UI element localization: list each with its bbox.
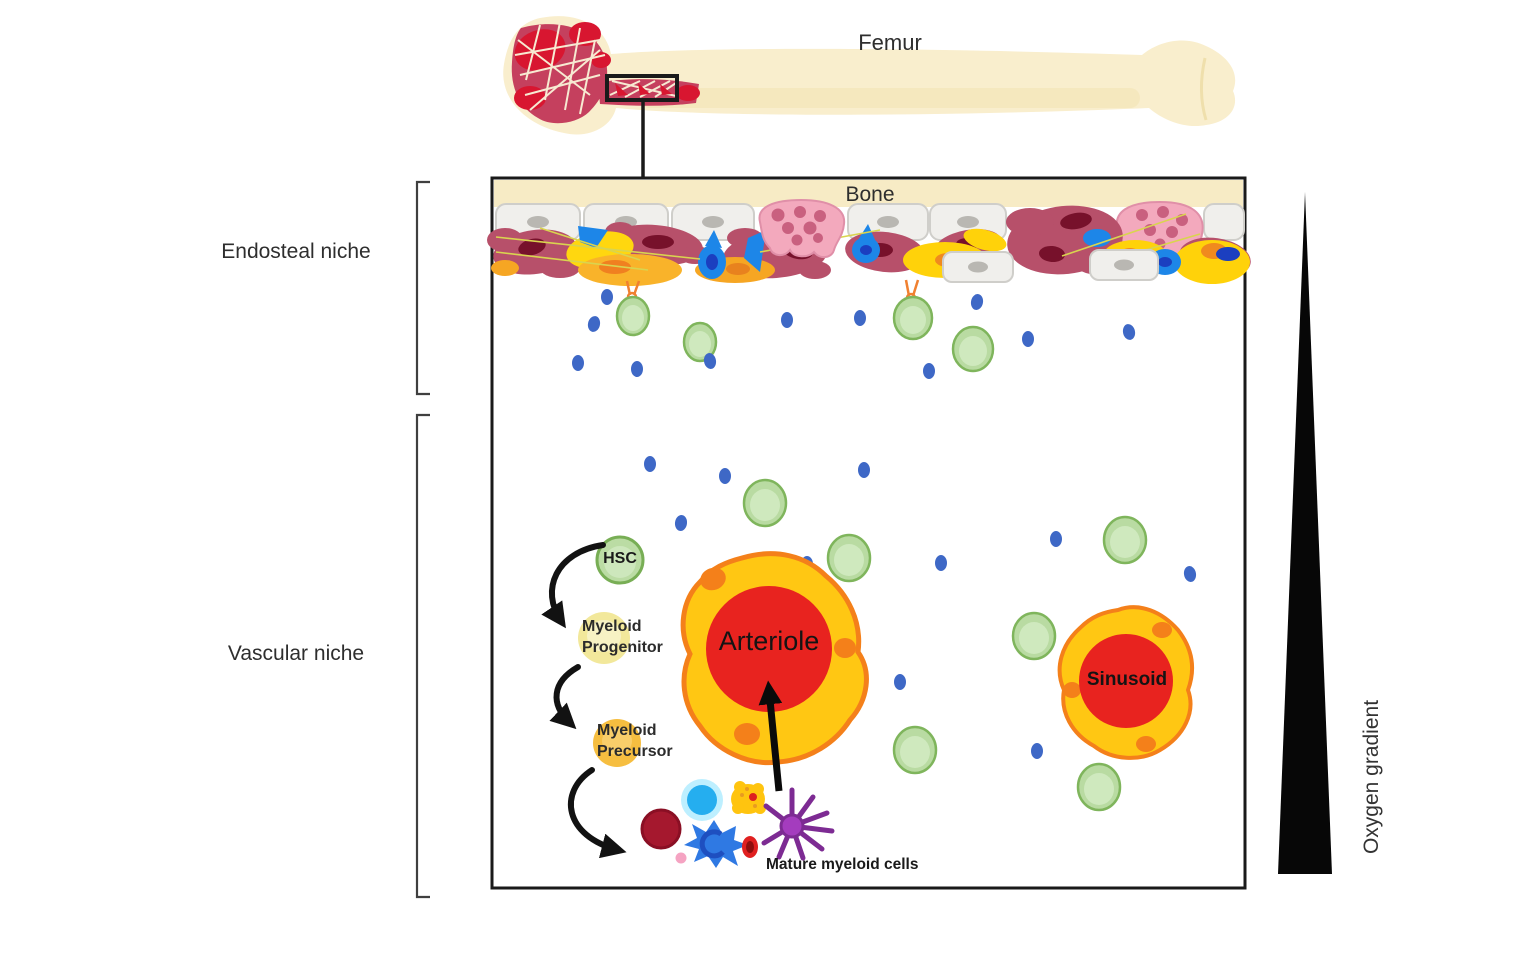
platelet-cell (675, 852, 687, 864)
bracket-vascular (415, 413, 430, 899)
osteoclast-cell (758, 198, 846, 258)
femur-illustration (503, 16, 1236, 179)
mature-myeloid-cluster (640, 680, 835, 868)
vascular-hsc-cells (742, 478, 1148, 812)
basophil-cell (681, 779, 723, 821)
neutrophil-cell (684, 820, 748, 868)
differentiation-arrow-hsc-to-progenitor (541, 542, 606, 629)
myeloid-precursor-line2: Precursor (597, 743, 673, 760)
maturation-arrow-to-arteriole (758, 680, 783, 792)
mature-myeloid-cells-label: Mature myeloid cells (766, 856, 919, 873)
vascular-niche-label: Vascular niche (227, 642, 365, 665)
myeloid-precursor-line1: Myeloid (597, 722, 657, 739)
myeloid-progenitor-label: Myeloid Progenitor (582, 616, 663, 658)
endosteal-niche-label: Endosteal niche (221, 240, 371, 263)
oxygen-gradient-label: Oxygen gradient (1360, 699, 1383, 855)
sinusoid-label: Sinusoid (1086, 669, 1168, 690)
erythrocyte-cell (742, 836, 758, 858)
dendritic-cell (761, 787, 835, 861)
bone-band (494, 180, 1243, 207)
oxygen-gradient-triangle (1278, 192, 1332, 874)
femur-marrow (511, 21, 700, 124)
differentiation-arrow-progenitor-to-precursor (549, 664, 581, 730)
bone-label: Bone (845, 183, 895, 206)
endosteal-cell-layer (487, 198, 1251, 286)
hsc-label: HSC (603, 550, 637, 567)
bracket-endosteal (415, 180, 430, 396)
differentiation-arrow-precursor-to-mature (567, 767, 627, 859)
blue-dots-endosteal (572, 289, 1136, 379)
eosinophil-cell (731, 781, 766, 814)
myeloid-precursor-label: Myeloid Precursor (597, 720, 673, 762)
monocyte-cell (640, 808, 682, 850)
hsc-cell-labeled (595, 535, 645, 585)
endosteal-hsc-cells (615, 295, 995, 373)
arteriole-label: Arteriole (718, 626, 820, 656)
arteriole-lumen (706, 586, 832, 712)
sinusoid-lumen (1079, 634, 1173, 728)
femur-label: Femur (858, 30, 922, 55)
sinusoid-vessel (1057, 605, 1195, 760)
myeloid-progenitor-line2: Progenitor (582, 639, 663, 656)
myeloid-progenitor-line1: Myeloid (582, 618, 642, 635)
